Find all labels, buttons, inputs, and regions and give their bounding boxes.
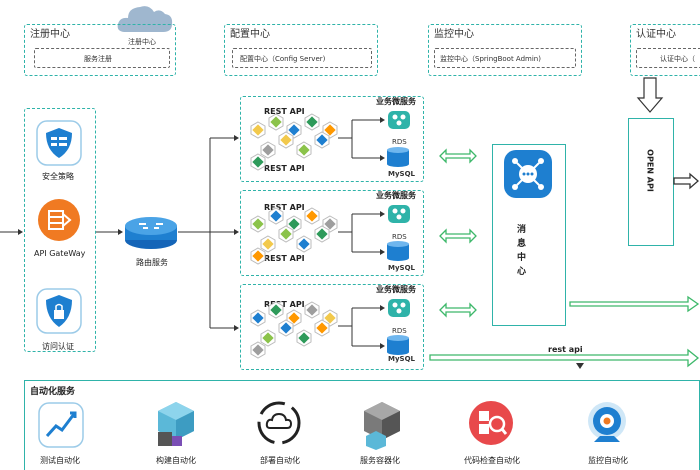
config-server-box[interactable]: [232, 48, 372, 68]
message-center-char-1: 消: [517, 225, 527, 235]
shield-lock-icon: [36, 288, 82, 334]
rest-api-top-1: REST API: [264, 107, 305, 116]
auth-center-box[interactable]: [636, 48, 700, 68]
message-center-char-2: 息: [517, 239, 527, 249]
springboot-admin-label: 监控中心（SpringBoot Admin): [440, 55, 541, 63]
service-title-3: 业务微服务: [376, 285, 416, 294]
automation-label-test: 测试自动化: [40, 456, 80, 465]
mysql-label-3: MySQL: [388, 355, 415, 363]
message-center-char-4: 心: [517, 267, 527, 277]
service-title-2: 业务微服务: [376, 191, 416, 200]
automation-label-deploy: 部署自动化: [260, 456, 300, 465]
config-center-title: 配置中心: [230, 29, 270, 40]
service-panel-3: [240, 284, 424, 370]
registry-center-tag: 注册中心: [128, 38, 156, 46]
build-cube-icon: [156, 400, 196, 450]
mysql-label-1: MySQL: [388, 170, 415, 178]
auth-center-label: 认证中心（: [660, 55, 695, 63]
service-title-1: 业务微服务: [376, 97, 416, 106]
monitor-center-panel: [428, 24, 582, 76]
open-api-label: OPEN API: [645, 149, 655, 192]
rest-api-top-3: REST API: [264, 300, 305, 309]
message-hub-icon: [504, 150, 552, 198]
rds-label-1: RDS: [392, 138, 407, 146]
router-icon: [124, 214, 178, 250]
mysql-label-2: MySQL: [388, 264, 415, 272]
automation-label-monitor: 监控自动化: [588, 456, 628, 465]
automation-label-build: 构建自动化: [156, 456, 196, 465]
monitor-camera-icon: [584, 400, 630, 446]
rest-api-top-2: REST API: [264, 203, 305, 212]
gateway-item-label-api-gateway: API GateWay: [34, 249, 86, 258]
auth-center-title: 认证中心: [636, 29, 676, 40]
registry-center-panel: [24, 24, 176, 76]
gateway-panel: [24, 108, 96, 352]
monitor-center-title: 监控中心: [434, 29, 474, 40]
config-center-panel: [224, 24, 378, 76]
firewall-icon: [36, 120, 82, 166]
springboot-admin-box[interactable]: [434, 48, 576, 68]
test-chart-icon: [38, 402, 84, 448]
service-panel-2: [240, 190, 424, 276]
service-registration-label: 服务注册: [84, 55, 112, 63]
rest-api-link-label: rest api: [548, 345, 583, 354]
cloud-icon: [116, 2, 174, 34]
rest-api-bottom-1: REST API: [264, 164, 305, 173]
automation-title: 自动化服务: [30, 387, 76, 397]
automation-label-code: 代码检查自动化: [464, 456, 520, 465]
gateway-item-label-security: 安全策略: [42, 172, 74, 181]
config-server-label: 配置中心（Config Server): [240, 55, 326, 63]
code-inspect-icon: [468, 400, 514, 446]
auth-center-panel: [630, 24, 700, 76]
registry-center-title: 注册中心: [30, 29, 70, 40]
api-gateway-icon: [37, 198, 81, 242]
message-center-char-3: 中: [517, 253, 527, 263]
router-label: 路由服务: [136, 258, 168, 267]
gateway-item-label-access-auth: 访问认证: [42, 342, 74, 351]
rds-label-2: RDS: [392, 233, 407, 241]
service-registration-box[interactable]: [34, 48, 170, 68]
deploy-cloud-icon: [256, 400, 302, 446]
container-cube-icon: [362, 400, 402, 450]
service-panel-1: [240, 96, 424, 182]
automation-label-container: 服务容器化: [360, 456, 400, 465]
rds-label-3: RDS: [392, 327, 407, 335]
rest-api-bottom-2: REST API: [264, 254, 305, 263]
